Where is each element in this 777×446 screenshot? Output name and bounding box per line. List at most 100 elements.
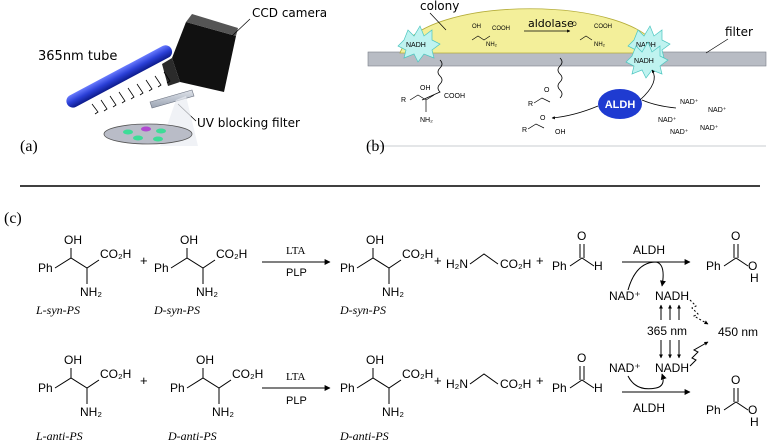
ald-skeleton: [533, 97, 551, 104]
nadh-burst-left: NADH: [397, 25, 441, 63]
r2s2-skeleton: [186, 368, 232, 404]
colony-cooh-2: COOH: [594, 24, 612, 30]
r2p-nh2: NH₂: [382, 405, 404, 419]
r2b-o: O: [577, 351, 586, 365]
r2g-h2n: H₂N: [446, 377, 468, 391]
excitation-arrows: [659, 304, 681, 359]
panel-a: CCD camera UV blocking filter 365nm tube: [20, 6, 327, 155]
row2-substrate1: OH Ph CO₂H NH₂ L-anti-PS: [35, 353, 131, 443]
row1-substrate2: OH Ph CO₂H NH₂ D-syn-PS: [153, 233, 247, 317]
r1b-ph: Ph: [552, 259, 567, 273]
r1p-nh2: NH₂: [382, 285, 404, 299]
row1-substrate1: OH Ph CO₂H NH₂ L-syn-PS: [35, 233, 131, 317]
r1s2-oh: OH: [180, 233, 198, 247]
r2g-skeleton: [469, 373, 499, 385]
nadh-text-right: NADH: [634, 58, 654, 65]
nad-5: NAD⁺: [700, 125, 719, 132]
r2p-oh: OH: [366, 353, 384, 367]
r1p-co2h: CO₂H: [402, 247, 433, 261]
nadh-burst-right: NADH: [625, 41, 669, 79]
r1-plus-2: +: [434, 253, 442, 268]
aldh-label: ALDH: [605, 99, 636, 111]
emission-label: 450 nm: [718, 325, 758, 339]
r2s2-ph: Ph: [170, 381, 185, 395]
r2-cofactor-curve: [627, 373, 667, 390]
r2-cofactor: PLP: [286, 395, 307, 407]
panel-b: filter colony aldolase OH COOH NH₂ COOH …: [366, 0, 767, 155]
r2a-skeleton: [723, 388, 749, 411]
r2a-ph: Ph: [706, 403, 721, 417]
r1s2-ph: Ph: [154, 261, 169, 275]
r2s2-name: D-anti-PS: [167, 429, 217, 443]
tether-mid: [557, 57, 563, 99]
membrane-leader-line: [705, 38, 729, 54]
colony-nh2: NH₂: [486, 42, 498, 48]
r1g-co2h: CO₂H: [500, 257, 531, 271]
r2-plus-3: +: [536, 373, 544, 388]
nad-3: NAD⁺: [658, 117, 677, 124]
filter-label: UV blocking filter: [197, 116, 300, 130]
colony-leader-line: [429, 12, 447, 31]
emission-arrow-top: [689, 299, 709, 325]
acid-r: R: [522, 127, 527, 134]
sub-cooh: COOH: [444, 93, 465, 100]
colony-nh2-2: NH₂: [594, 42, 606, 48]
r2s1-co2h: CO₂H: [100, 367, 131, 381]
r2b-ph: Ph: [552, 381, 567, 395]
row2-substrate2: OH Ph CO₂H NH₂ D-anti-PS: [167, 353, 263, 443]
r1s1-ph: Ph: [38, 261, 53, 275]
row1-product: OH Ph CO₂H NH₂ D-syn-PS: [339, 233, 433, 317]
membrane-label: filter: [725, 25, 753, 39]
ald-r: R: [528, 101, 533, 108]
panel-c: (c) OH Ph CO₂H NH₂ L-syn-PS + OH Ph CO₂H…: [4, 210, 759, 443]
r2s1-oh: OH: [64, 353, 82, 367]
panel-a-label: (a): [20, 138, 38, 155]
colony-substrate-skeleton: [471, 35, 491, 41]
sub-skeleton: [409, 94, 435, 112]
r1-nadh: NADH: [655, 289, 689, 303]
r1a-o2: O: [748, 259, 757, 273]
uv-tube-icon: [66, 45, 173, 108]
uv-filter-icon: [149, 89, 195, 109]
r1b-o: O: [577, 229, 586, 243]
colony-o: O: [572, 22, 577, 28]
sub-nh2: NH₂: [420, 117, 433, 124]
sub-r: R: [401, 97, 406, 104]
row1-benzaldehyde: Ph O H: [552, 229, 603, 273]
r2-aldh: ALDH: [633, 401, 665, 415]
panel-b-label: (b): [366, 138, 385, 155]
r1g-skeleton: [469, 253, 499, 265]
r1g-h2n: H₂N: [446, 257, 468, 271]
uv-rays: [91, 71, 171, 115]
r1s2-nh2: NH₂: [196, 285, 218, 299]
r2-nadh: NADH: [655, 361, 689, 375]
r1s1-oh: OH: [64, 233, 82, 247]
panel-c-label: (c): [4, 210, 22, 227]
nad-2: NAD⁺: [708, 107, 727, 114]
r2a-h: H: [750, 415, 759, 429]
nadh-text-left: NADH: [406, 42, 426, 49]
r2b-skeleton: [569, 366, 595, 389]
r1a-ph: Ph: [706, 259, 721, 273]
emission-arrow-bottom: [689, 341, 709, 367]
r2a-o2: O: [748, 403, 757, 417]
r2-plus-1: +: [140, 373, 148, 388]
aldolase-label: aldolase: [528, 17, 574, 30]
r2p-ph: Ph: [340, 381, 355, 395]
r1p-oh: OH: [366, 233, 384, 247]
r2-plus-2: +: [434, 373, 442, 388]
r2s2-co2h: CO₂H: [232, 367, 263, 381]
ald-o: O: [544, 87, 550, 94]
camera-label: CCD camera: [252, 6, 327, 20]
r2-enzyme: LTA: [286, 371, 306, 383]
r1a-h: H: [750, 271, 759, 285]
aldh-enzyme: ALDH: [598, 89, 642, 119]
colony-label: colony: [420, 0, 459, 13]
r1s1-nh2: NH₂: [80, 285, 102, 299]
r1s2-skeleton: [170, 248, 216, 284]
colony-cooh: COOH: [492, 26, 510, 32]
row1-benzoic-acid: Ph O H O: [706, 229, 759, 285]
r1p-name: D-syn-PS: [339, 303, 386, 317]
r2p-co2h: CO₂H: [402, 367, 433, 381]
